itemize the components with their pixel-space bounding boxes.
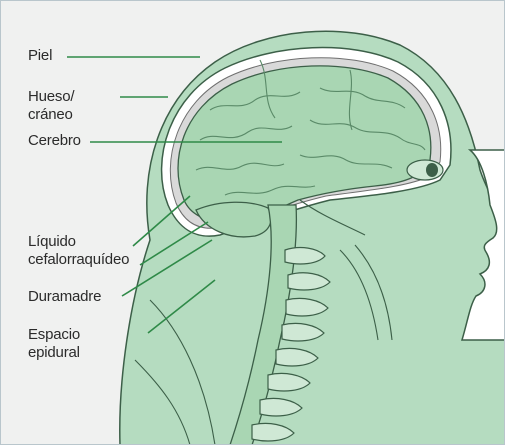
label-brain: Cerebro <box>28 132 81 150</box>
label-bone-skull: Hueso/ cráneo <box>28 88 74 124</box>
eye <box>407 160 443 180</box>
label-epidural-space: Espacio epidural <box>28 326 80 362</box>
label-csf: Líquido cefalorraquídeo <box>28 233 129 269</box>
label-dura: Duramadre <box>28 288 101 306</box>
label-skin: Piel <box>28 47 52 65</box>
